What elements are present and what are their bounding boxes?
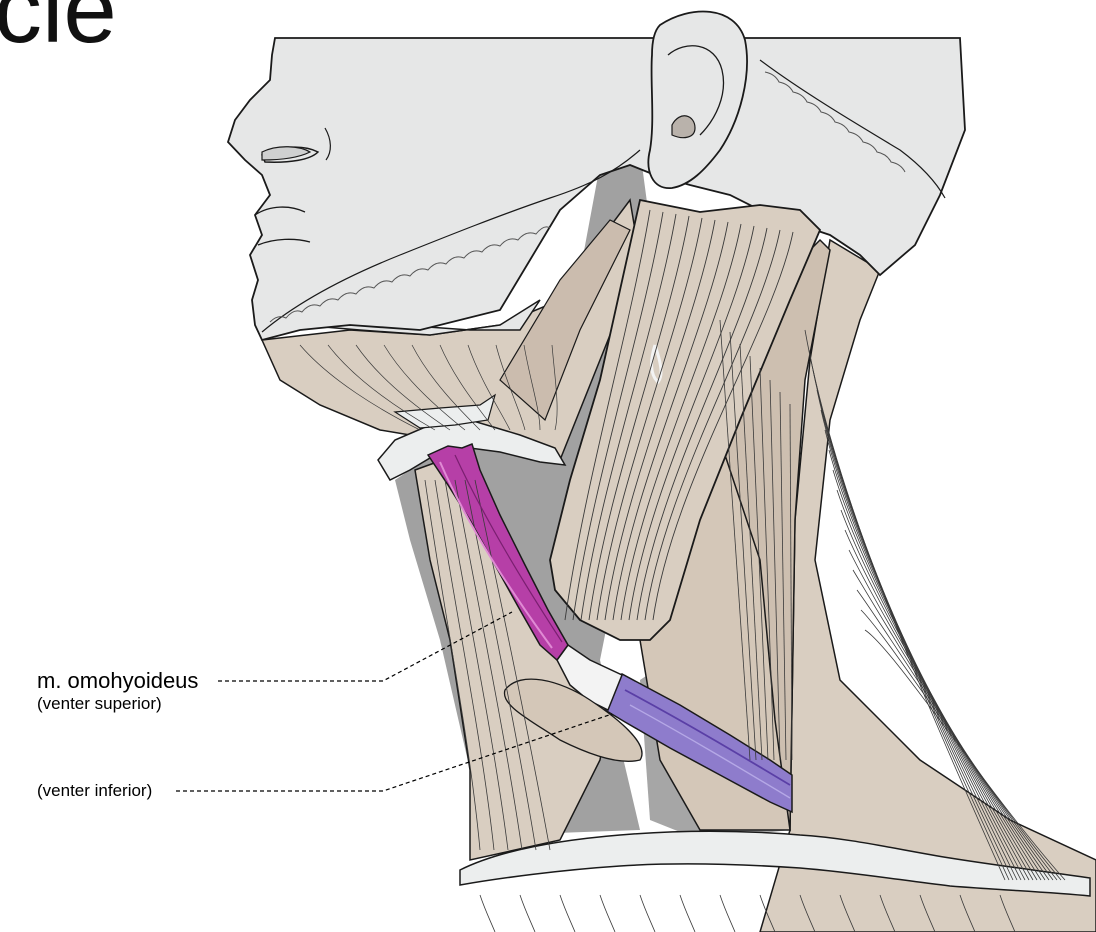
fiber-stroke: [919, 894, 936, 932]
fiber-stroke: [519, 894, 536, 932]
fiber-stroke: [620, 223, 742, 621]
skin-cut-line-back: [759, 59, 946, 199]
fiber-stroke: [523, 344, 541, 431]
fiber-stroke: [836, 489, 1038, 881]
fiber-stroke: [411, 344, 481, 431]
fiber-stroke: [564, 209, 651, 621]
head-skin: [226, 37, 966, 342]
fiber-stroke: [719, 894, 736, 932]
mandible-cut-wavy: [269, 226, 551, 323]
fiber-stroke: [612, 221, 729, 621]
fiber-stroke: [779, 391, 787, 761]
fiber-stroke: [439, 461, 553, 649]
leader-line-superior: [218, 611, 513, 682]
fiber-stroke: [474, 479, 551, 851]
fiber-stroke: [588, 215, 690, 621]
fiber-stroke: [464, 479, 537, 851]
upper-lip: [254, 206, 306, 216]
fiber-stroke: [749, 355, 769, 761]
fiber-stroke: [769, 379, 781, 761]
fiber-stroke: [839, 894, 856, 932]
fiber-stroke: [719, 319, 751, 761]
fiber-stroke: [759, 367, 775, 761]
fiber-stroke: [495, 344, 526, 431]
fiber-stroke: [434, 479, 495, 851]
label-inferior-belly: (venter inferior): [37, 781, 153, 800]
muscle-fibers: [299, 209, 1066, 932]
fiber-stroke: [999, 894, 1016, 932]
fiber-stroke: [355, 344, 451, 431]
fiber-stroke: [799, 894, 816, 932]
fiber-stroke: [439, 344, 496, 431]
fiber-stroke: [860, 609, 1062, 881]
fiber-stroke: [848, 549, 1050, 881]
fiber-stroke: [599, 894, 616, 932]
fiber-stroke: [852, 569, 1054, 881]
fiber-stroke: [559, 894, 576, 932]
posterior-triangle-oval: [503, 678, 643, 762]
fiber-stroke: [729, 331, 757, 761]
fiber-stroke: [327, 344, 436, 431]
slide-title-fragment: cle: [0, 0, 117, 63]
ear-inner: [667, 45, 725, 136]
fiber-stroke: [299, 344, 421, 431]
fiber-stroke: [467, 344, 511, 431]
fiber-stroke: [959, 894, 976, 932]
fiber-stroke: [572, 211, 664, 621]
clavicle: [459, 830, 1091, 897]
label-muscle-name: m. omohyoideus: [37, 668, 199, 693]
fiber-stroke: [652, 231, 794, 621]
fiber-stroke: [864, 629, 1066, 881]
sternocleidomastoid-muscle: [549, 198, 822, 641]
fiber-stroke: [596, 217, 703, 621]
fiber-stroke: [580, 213, 677, 621]
fiber-stroke: [479, 894, 496, 932]
omohyoid-intermediate-tendon: [556, 643, 623, 712]
fiber-stroke: [636, 227, 768, 621]
ear: [647, 10, 748, 189]
leader-line-inferior: [176, 713, 613, 792]
omohyoid-inferior-belly: [604, 673, 793, 814]
fiber-stroke: [624, 689, 791, 786]
fiber-stroke: [454, 479, 523, 851]
fiber-stroke: [383, 344, 466, 431]
fiber-stroke: [739, 343, 763, 761]
fiber-stroke: [759, 894, 776, 932]
fiber-stroke: [639, 894, 656, 932]
fiber-stroke: [424, 479, 481, 851]
fiber-stroke: [844, 529, 1046, 881]
fiber-stroke: [629, 704, 791, 799]
stylohyoid-muscle: [499, 219, 631, 422]
lower-lip: [257, 238, 311, 246]
nose-wing: [324, 127, 331, 161]
fiber-stroke: [856, 589, 1058, 881]
fiber-stroke: [789, 403, 793, 761]
fiber-stroke: [628, 225, 755, 621]
fiber-stroke: [444, 479, 509, 851]
label-superior-belly: (venter superior): [37, 694, 162, 713]
ear-concha: [671, 115, 696, 139]
fiber-stroke: [644, 229, 781, 621]
fiber-stroke: [679, 894, 696, 932]
fiber-stroke: [551, 344, 558, 431]
fiber-stroke: [604, 219, 716, 621]
mandible-cut-line: [261, 149, 641, 333]
fiber-stroke: [454, 454, 563, 643]
fiber-stroke: [840, 509, 1042, 881]
skin-cut-wavy-back: [764, 71, 906, 173]
nostril: [261, 146, 312, 161]
fiber-stroke: [879, 894, 896, 932]
